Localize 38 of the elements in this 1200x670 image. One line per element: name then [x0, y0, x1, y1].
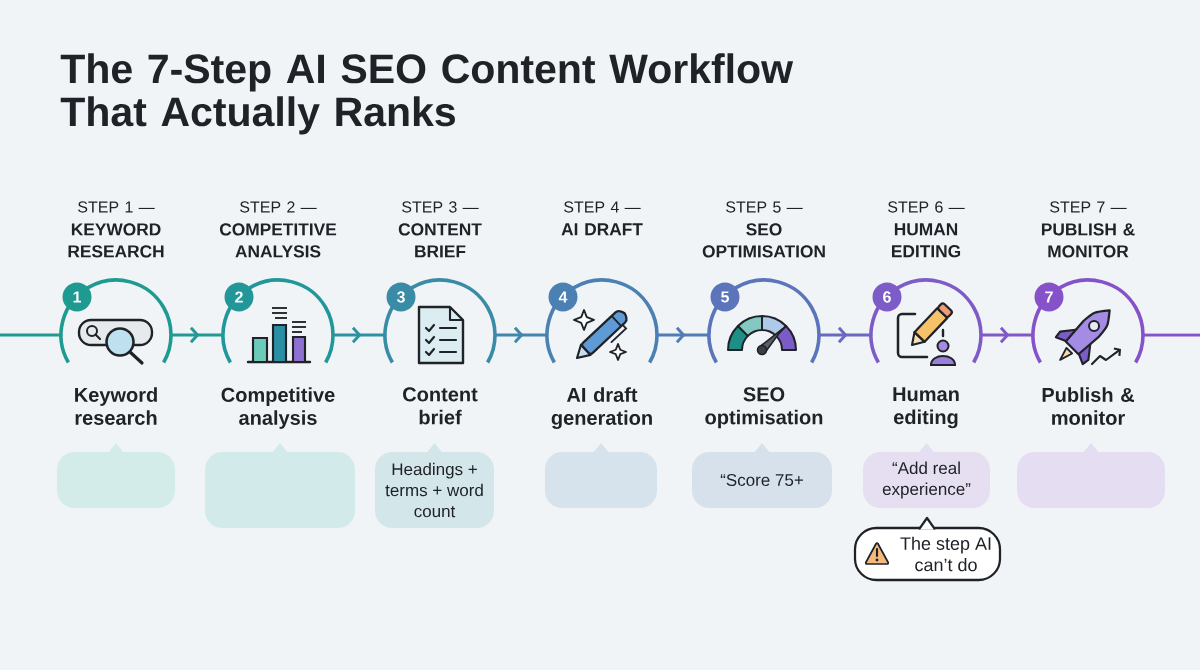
number-badge: 7: [1034, 282, 1064, 312]
number-badge: 4: [548, 282, 578, 312]
step-title: HUMAN EDITING: [892, 223, 961, 258]
step-name: Keyword research: [75, 387, 157, 425]
number-badge: 5: [710, 282, 740, 312]
speech-bubble: [205, 443, 355, 528]
step-name: Competitive analysis: [221, 387, 335, 429]
speech-bubble: “Add real experience”: [863, 443, 990, 508]
step-name: SEO optimisation: [705, 387, 823, 429]
step-label: STEP 4 —: [564, 201, 641, 213]
number-badge: 2: [224, 282, 254, 312]
step-name: Human editing: [893, 387, 959, 429]
step-title: AI DRAFT: [561, 223, 643, 236]
speech-bubble: “Score 75+: [692, 443, 832, 508]
step-name: Content brief: [403, 387, 478, 425]
step-label: STEP 5 —: [726, 201, 803, 213]
speech-bubble: [57, 443, 175, 508]
step-title: COMPETITIVE ANALYSIS: [219, 223, 337, 258]
step-label: STEP 6 —: [888, 201, 965, 213]
callout-bubble: The step AI can’t do: [853, 516, 1002, 582]
step-label: STEP 7 —: [1050, 201, 1127, 213]
connector-line: [1141, 333, 1200, 337]
number-badge: 6: [872, 282, 902, 312]
number-badge: 3: [386, 282, 416, 312]
speech-bubble: [545, 443, 657, 508]
step-label: STEP 2 —: [240, 201, 317, 213]
step-title: SEO OPTIMISATION: [702, 223, 825, 258]
step-title: PUBLISH & MONITOR: [1041, 223, 1135, 258]
step-title: CONTENT BRIEF: [398, 223, 482, 258]
step-label: STEP 3 —: [402, 201, 479, 213]
step-name: Publish & monitor: [1042, 387, 1135, 425]
number-badge: 1: [62, 282, 92, 312]
step-title: KEYWORD RESEARCH: [68, 223, 164, 258]
page-title: The 7-Step AI SEO Content Workflow That Actually Ranks: [60, 53, 794, 135]
connector-line: [0, 333, 63, 337]
step-label: STEP 1 —: [78, 201, 155, 213]
speech-bubble: Headings + terms + word count: [375, 443, 494, 528]
step-name: AI draft generation: [551, 387, 652, 429]
